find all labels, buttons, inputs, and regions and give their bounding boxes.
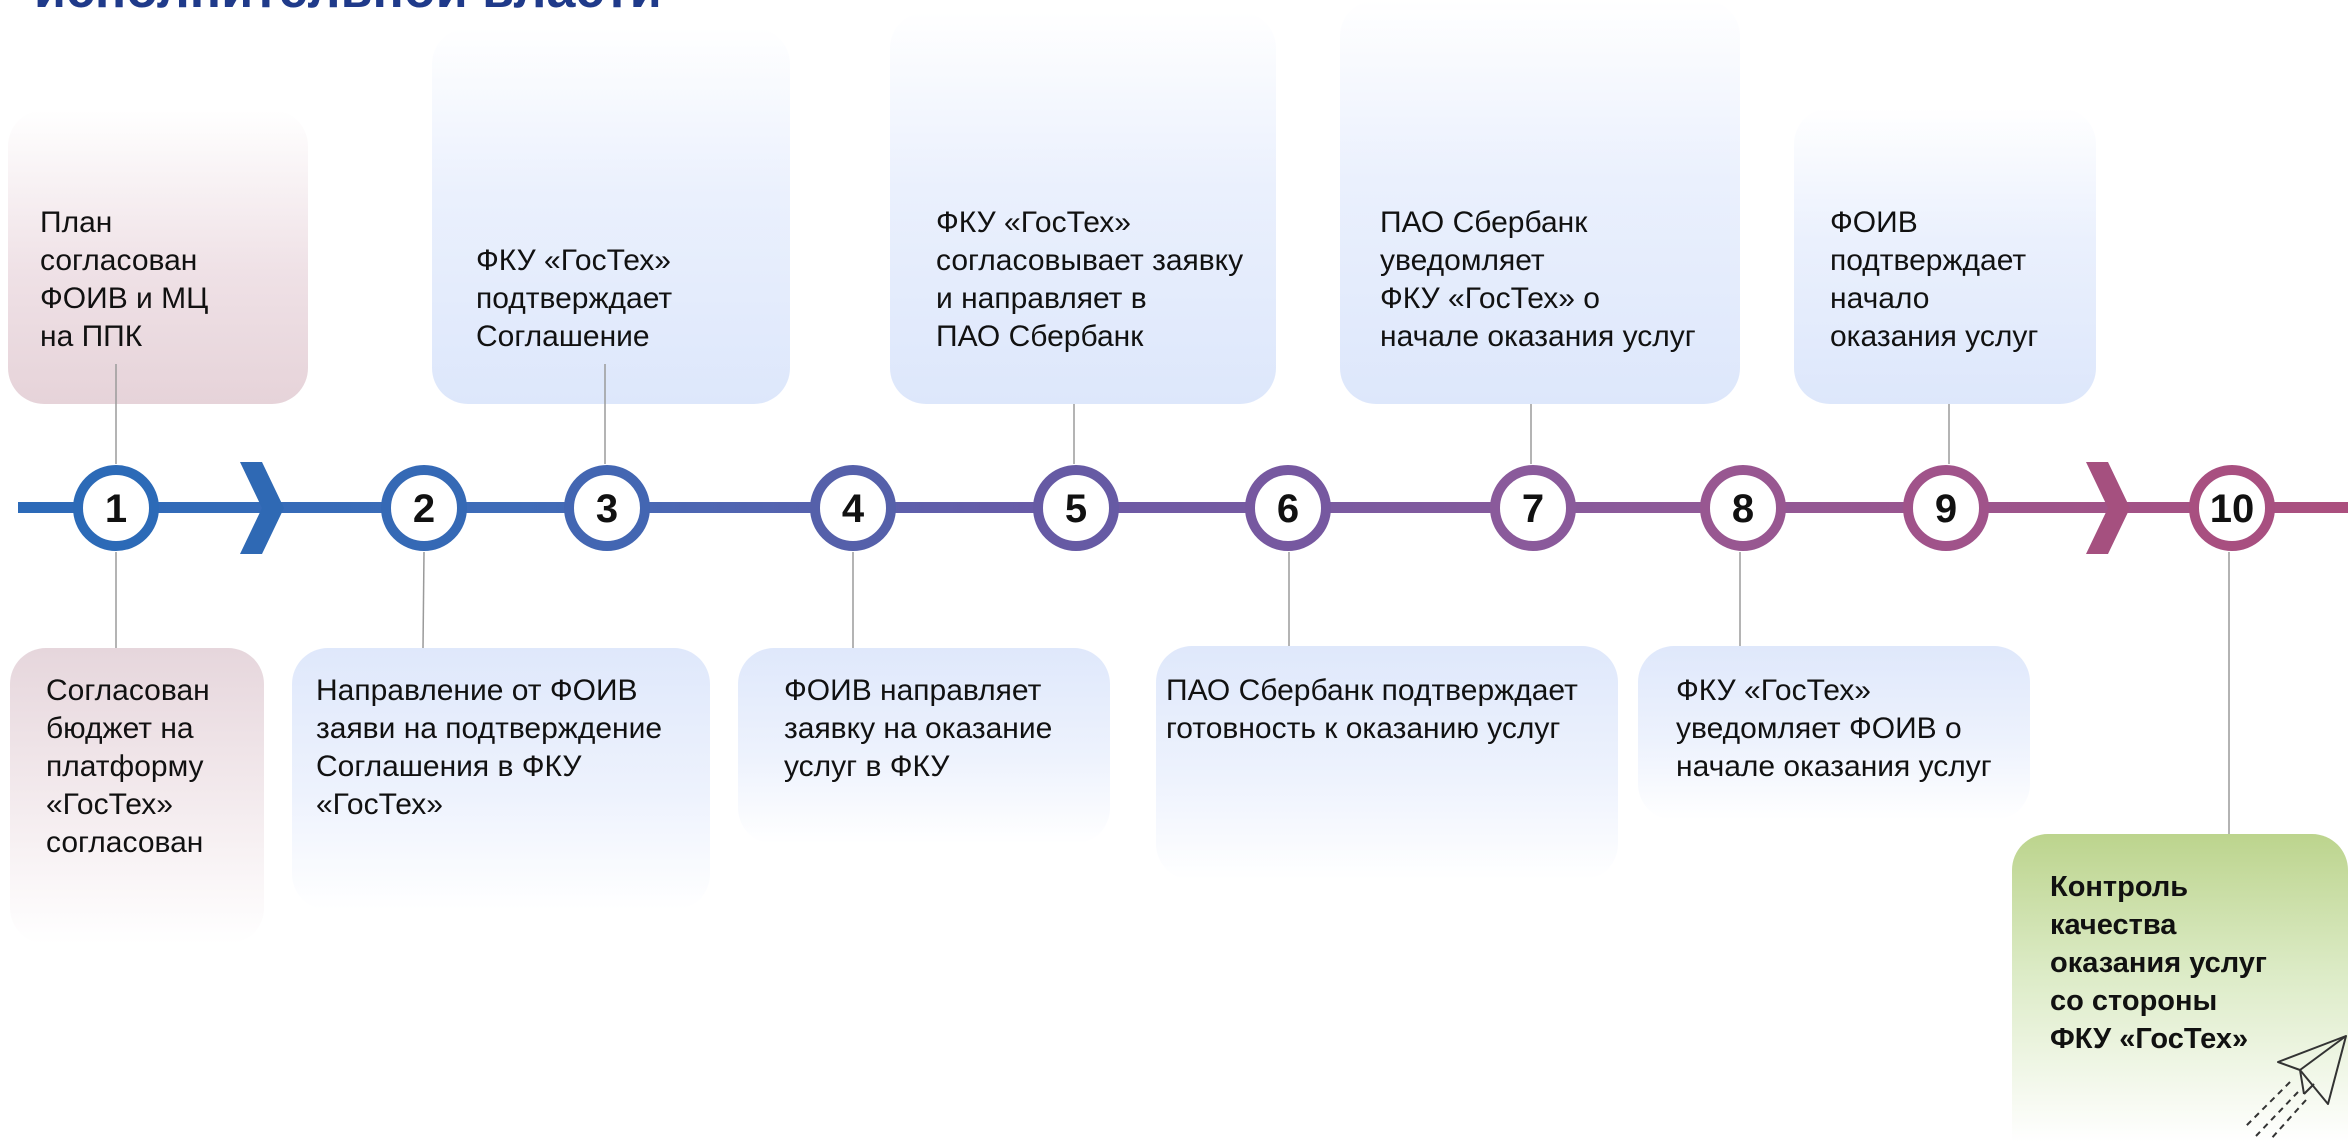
step-number: 8 (1732, 487, 1754, 531)
chevron-arrow-icon (2086, 462, 2130, 554)
step-circle-9: 9 (1903, 465, 1989, 551)
top-box-7-text: ПАО Сбербанк уведомляет ФКУ «ГосТех» о н… (1380, 206, 1696, 353)
step-circle-4: 4 (810, 465, 896, 551)
bottom-box-4-text: ФОИВ направляет заявку на оказание услуг… (784, 674, 1053, 783)
step-number: 5 (1065, 487, 1087, 531)
step-circle-10: 10 (2189, 465, 2275, 551)
bottom-box-1: Согласован бюджет на платформу «ГосТех» … (10, 648, 264, 944)
step-circle-7: 7 (1490, 465, 1576, 551)
top-box-1: План согласован ФОИВ и МЦ на ППК (8, 110, 308, 404)
bottom-box-4: ФОИВ направляет заявку на оказание услуг… (738, 648, 1110, 844)
final-step-text: Контроль качества оказания услуг со стор… (2050, 871, 2267, 1055)
chevron-arrow-icon (240, 462, 284, 554)
step-circle-2: 2 (381, 465, 467, 551)
bottom-box-1-text: Согласован бюджет на платформу «ГосТех» … (46, 674, 210, 859)
connector-bottom-2 (422, 551, 425, 649)
top-box-3-text: ФКУ «ГосТех» подтверждает Соглашение (476, 244, 673, 353)
connector-lines (115, 364, 2230, 834)
bottom-box-8-text: ФКУ «ГосТех» уведомляет ФОИВ о начале ок… (1676, 674, 1992, 783)
step-number: 4 (842, 487, 865, 531)
step-number: 9 (1935, 487, 1957, 531)
step-number: 6 (1277, 487, 1299, 531)
top-box-1-text: План согласован ФОИВ и МЦ на ППК (40, 206, 209, 353)
top-box-5: ФКУ «ГосТех» согласовывает заявку и напр… (890, 12, 1276, 404)
bottom-box-8: ФКУ «ГосТех» уведомляет ФОИВ о начале ок… (1638, 646, 2030, 820)
step-circle-6: 6 (1245, 465, 1331, 551)
bottom-box-2: Направление от ФОИВ заяви на подтвержден… (292, 648, 710, 910)
step-number: 1 (105, 487, 127, 531)
final-step-box: Контроль качества оказания услуг со стор… (2012, 834, 2348, 1142)
step-circle-5: 5 (1033, 465, 1119, 551)
step-circle-1: 1 (73, 465, 159, 551)
step-number: 2 (413, 487, 435, 531)
step-circle-8: 8 (1700, 465, 1786, 551)
top-box-9: ФОИВ подтверждает начало оказания услуг (1794, 108, 2096, 404)
bottom-box-2-text: Направление от ФОИВ заяви на подтвержден… (316, 674, 663, 821)
step-number: 3 (596, 487, 618, 531)
page-title: исполнительной власти (34, 0, 662, 20)
step-circle-3: 3 (564, 465, 650, 551)
top-box-5-text: ФКУ «ГосТех» согласовывает заявку и напр… (936, 206, 1244, 353)
timeline-line (18, 502, 2348, 513)
top-box-9-text: ФОИВ подтверждает начало оказания услуг (1830, 206, 2039, 353)
bottom-box-6-text: ПАО Сбербанк подтверждает готовность к о… (1166, 674, 1578, 745)
step-number: 10 (2210, 487, 2255, 531)
paper-rocket-icon (2243, 1035, 2347, 1141)
top-box-7: ПАО Сбербанк уведомляет ФКУ «ГосТех» о н… (1340, 0, 1740, 404)
top-box-3: ФКУ «ГосТех» подтверждает Соглашение (432, 28, 790, 404)
bottom-box-6: ПАО Сбербанк подтверждает готовность к о… (1156, 646, 1618, 880)
step-number: 7 (1522, 487, 1544, 531)
